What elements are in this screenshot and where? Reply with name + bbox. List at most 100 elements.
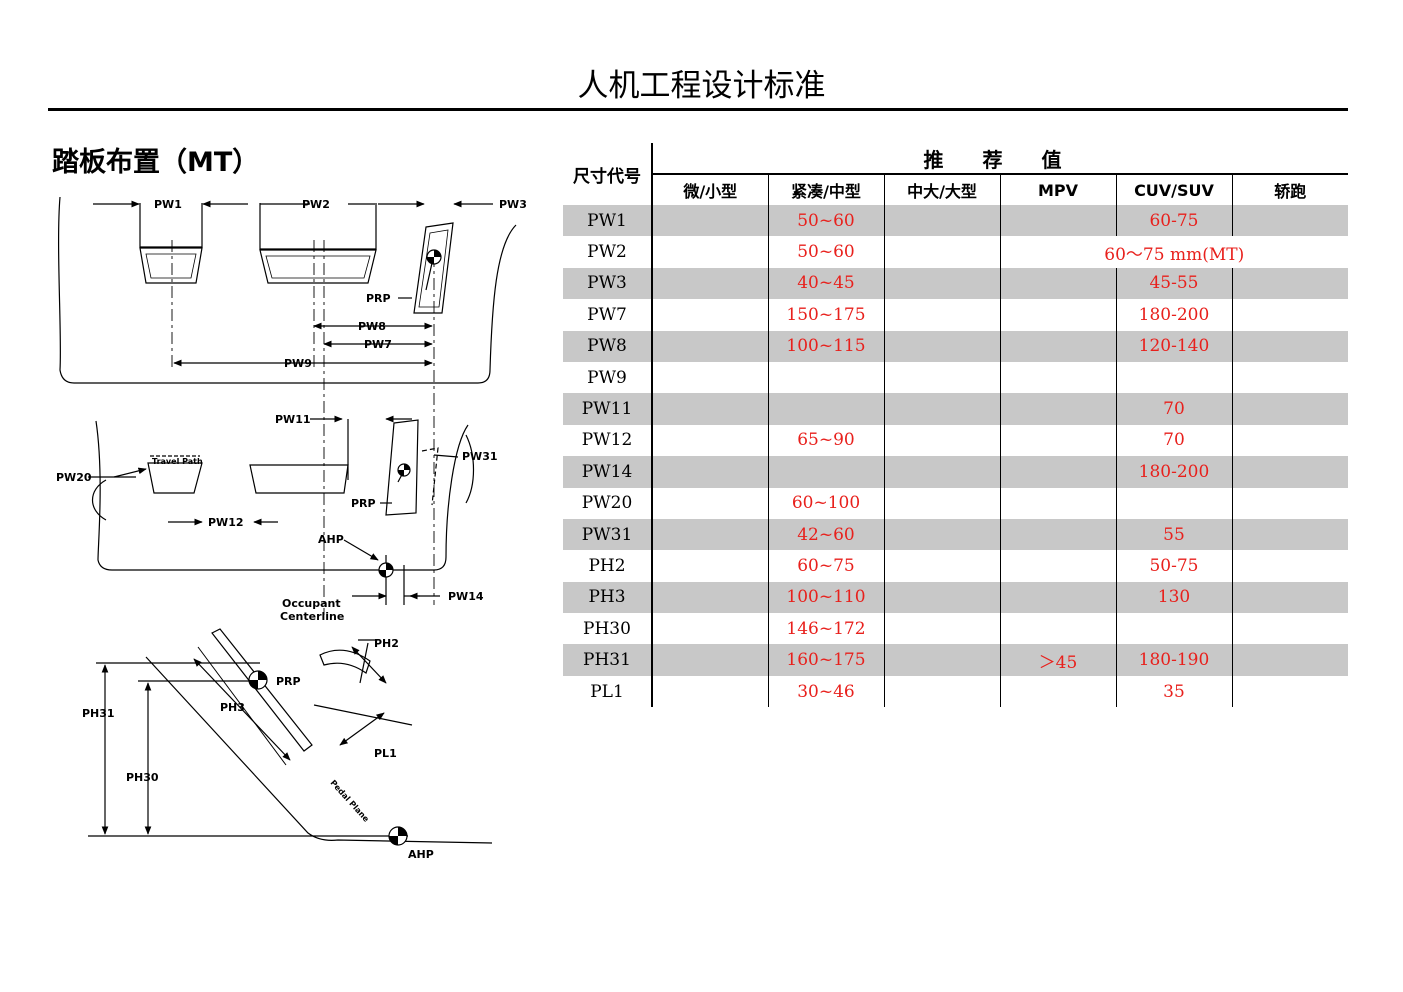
value-cell	[1000, 267, 1117, 300]
value-cell: ＞45	[1000, 644, 1117, 676]
value-cell	[1116, 487, 1233, 519]
brake-pedal-pad	[259, 249, 377, 284]
header-col-mpv: MPV	[1000, 174, 1117, 205]
value-cell: 100~110	[768, 581, 885, 614]
value-cell: 180-200	[1116, 456, 1233, 488]
value-cell	[768, 393, 885, 425]
dimension-code-cell: PW14	[563, 456, 653, 488]
value-cell	[652, 330, 769, 362]
value-cell	[652, 644, 769, 676]
value-cell	[1000, 550, 1117, 582]
label-pw2: PW2	[302, 198, 330, 211]
value-cell	[1116, 361, 1233, 394]
value-cell	[1000, 424, 1117, 457]
prp-marker-mid	[397, 463, 411, 477]
value-cell	[884, 518, 1001, 551]
value-cell: 150~175	[768, 299, 885, 331]
label-centerline: Centerline	[280, 610, 344, 623]
clutch-pedal-arm	[139, 203, 203, 248]
label-pw7: PW7	[364, 338, 392, 351]
label-ph3: PH3	[220, 701, 245, 714]
label-ahp-side: AHP	[408, 848, 434, 861]
value-cell: 50-75	[1116, 550, 1233, 582]
value-cell	[1232, 267, 1348, 300]
value-cell	[884, 330, 1001, 362]
value-cell: 50~60	[768, 205, 885, 237]
ahp-marker-side	[388, 826, 408, 846]
value-cell: 35	[1116, 675, 1233, 708]
value-cell: 40~45	[768, 267, 885, 300]
value-cell	[1000, 581, 1117, 614]
dimension-code-cell: PW1	[563, 205, 653, 237]
value-cell	[1232, 550, 1348, 581]
value-cell	[884, 644, 1001, 676]
value-cell: 70	[1116, 393, 1233, 425]
dimension-code-cell: PW9	[563, 361, 653, 394]
value-cell	[884, 550, 1001, 582]
value-cell	[1232, 581, 1348, 614]
value-cell	[652, 236, 769, 268]
value-cell: 45-55	[1116, 267, 1233, 300]
value-cell	[1232, 518, 1348, 551]
value-cell	[1232, 362, 1348, 393]
table-row: PW11 70	[563, 393, 1348, 425]
clutch-pad-mid	[147, 462, 203, 494]
value-cell	[652, 518, 769, 551]
value-cell	[652, 424, 769, 457]
prp-marker-top	[426, 249, 442, 265]
value-cell	[1000, 393, 1117, 425]
dimension-code-cell: PW2	[563, 236, 653, 268]
value-cell	[1116, 613, 1233, 645]
value-cell	[884, 299, 1001, 331]
dimension-code-cell: PH31	[563, 644, 653, 676]
value-cell	[884, 581, 1001, 614]
dimension-code-cell: PW20	[563, 487, 653, 519]
label-pw8: PW8	[358, 320, 386, 333]
value-cell	[1232, 676, 1348, 707]
accelerator-pad-mid	[385, 419, 419, 516]
label-ph31: PH31	[82, 707, 115, 720]
label-pw9: PW9	[284, 357, 312, 370]
value-cell: 130	[1116, 581, 1233, 614]
value-cell	[1232, 644, 1348, 676]
section-title: 踏板布置（MT）	[52, 147, 260, 178]
label-occupant: Occupant	[282, 597, 341, 610]
dimension-code-cell: PW11	[563, 393, 653, 425]
value-cell	[884, 393, 1001, 425]
label-pw11: PW11	[275, 413, 311, 426]
dimension-code-cell: PL1	[563, 675, 653, 708]
pedal-layout-diagram: PW1 PW2 PW3 PRP PW8 PW7 PW9 PW11 PW31 PW…	[56, 196, 527, 861]
clutch-pedal-pad	[139, 247, 203, 284]
label-ph2: PH2	[374, 637, 399, 650]
label-pw3: PW3	[499, 198, 527, 211]
value-cell: 60~100	[768, 487, 885, 519]
value-cell	[884, 487, 1001, 519]
dimension-code-cell: PW7	[563, 299, 653, 331]
value-cell: 180-190	[1116, 644, 1233, 676]
value-cell	[1232, 488, 1348, 519]
value-cell	[1232, 205, 1348, 237]
label-travel-path: Travel Path	[152, 457, 203, 466]
value-cell: 100~115	[768, 330, 885, 362]
value-cell	[884, 361, 1001, 394]
dimension-code-cell: PW12	[563, 424, 653, 457]
value-cell	[1000, 613, 1117, 645]
label-pw1: PW1	[154, 198, 182, 211]
value-cell	[1000, 487, 1117, 519]
value-cell: 180-200	[1116, 299, 1233, 331]
header-dimension-code: 尺寸代号	[563, 143, 653, 205]
title-divider	[48, 108, 1348, 111]
value-cell: 60-75	[1116, 205, 1233, 237]
prp-marker-side	[248, 670, 268, 690]
brake-pad-mid	[249, 464, 349, 494]
value-cell	[1000, 675, 1117, 708]
value-cell	[652, 393, 769, 425]
